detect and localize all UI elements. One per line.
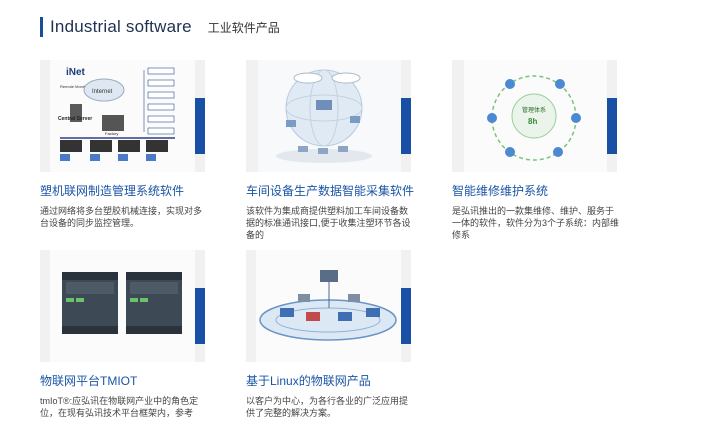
product-description: 以客户为中心，为各行各业的广泛应用提供了完整的解决方案。	[246, 396, 409, 418]
thumb-accent-stripe	[195, 98, 205, 154]
product-card-tmiot[interactable]: 物联网平台TMIOT tmIoT®:应弘讯在物联网产业中的角色定位，在现有弘讯技…	[40, 250, 216, 419]
product-description: 通过网络将多台塑胶机械连接，实现对多台设备的同步监控管理。	[40, 206, 203, 228]
section-header: Industrial software 工业软件产品	[40, 16, 280, 38]
product-title[interactable]: 车间设备生产数据智能采集软件	[246, 184, 415, 198]
svg-text:Factory: Factory	[105, 131, 118, 136]
product-card-data-collection[interactable]: 车间设备生产数据智能采集软件 该软件为集成商提供塑料加工车间设备数据的标准通讯接…	[246, 60, 422, 240]
cloud-globe-icon	[258, 60, 401, 172]
product-image-data-collection[interactable]	[246, 60, 411, 172]
product-title[interactable]: 智能维修维护系统	[452, 184, 549, 198]
maintenance-cycle-icon: 管理体系 8h	[464, 60, 607, 172]
product-title[interactable]: 物联网平台TMIOT	[40, 374, 138, 388]
svg-text:Central Server: Central Server	[58, 116, 92, 122]
product-image-tmiot[interactable]	[40, 250, 205, 362]
product-image-inet[interactable]: iNet Remote Monitoring Internet Central …	[40, 60, 205, 172]
product-image-linux-iot[interactable]	[246, 250, 411, 362]
inet-brand-label: iNet	[66, 67, 86, 78]
product-card-linux-iot[interactable]: 基于Linux的物联网产品 以客户为中心，为各行各业的广泛应用提供了完整的解决方…	[246, 250, 422, 419]
thumb-accent-stripe	[607, 98, 617, 154]
svg-text:Internet: Internet	[92, 89, 113, 95]
thumb-accent-stripe	[401, 98, 411, 154]
thumb-accent-stripe	[195, 288, 205, 344]
svg-text:管理体系: 管理体系	[522, 106, 546, 114]
product-description: 是弘讯推出的一款集维修、维护、服务于一体的软件，软件分为3个子系统：内部维修系	[452, 206, 620, 240]
section-title-cn: 工业软件产品	[207, 20, 280, 35]
product-title[interactable]: 塑机联网制造管理系统软件	[40, 184, 185, 198]
product-image-maintenance[interactable]: 管理体系 8h	[452, 60, 617, 172]
product-card-maintenance[interactable]: 管理体系 8h 智能维修维护系统 是弘讯推出的一款集维修、维护、服务于一体的软件…	[452, 60, 628, 240]
section-title-en: Industrial software	[50, 17, 192, 36]
thumb-accent-stripe	[401, 288, 411, 344]
product-card-inet[interactable]: iNet Remote Monitoring Internet Central …	[40, 60, 216, 229]
inet-diagram-icon: iNet Remote Monitoring Internet Central …	[50, 60, 195, 172]
io-module-icon	[50, 250, 195, 362]
header-accent-bar	[40, 17, 43, 37]
product-description: 该软件为集成商提供塑料加工车间设备数据的标准通讯接口,便于收集注塑环节各设备的	[246, 206, 411, 240]
svg-text:Remote Monitoring: Remote Monitoring	[60, 84, 94, 89]
product-description: tmIoT®:应弘讯在物联网产业中的角色定位，在现有弘讯技术平台框架内，参考	[40, 396, 199, 418]
svg-text:8h: 8h	[528, 117, 537, 126]
product-title[interactable]: 基于Linux的物联网产品	[246, 374, 371, 388]
iot-network-icon	[256, 250, 401, 362]
